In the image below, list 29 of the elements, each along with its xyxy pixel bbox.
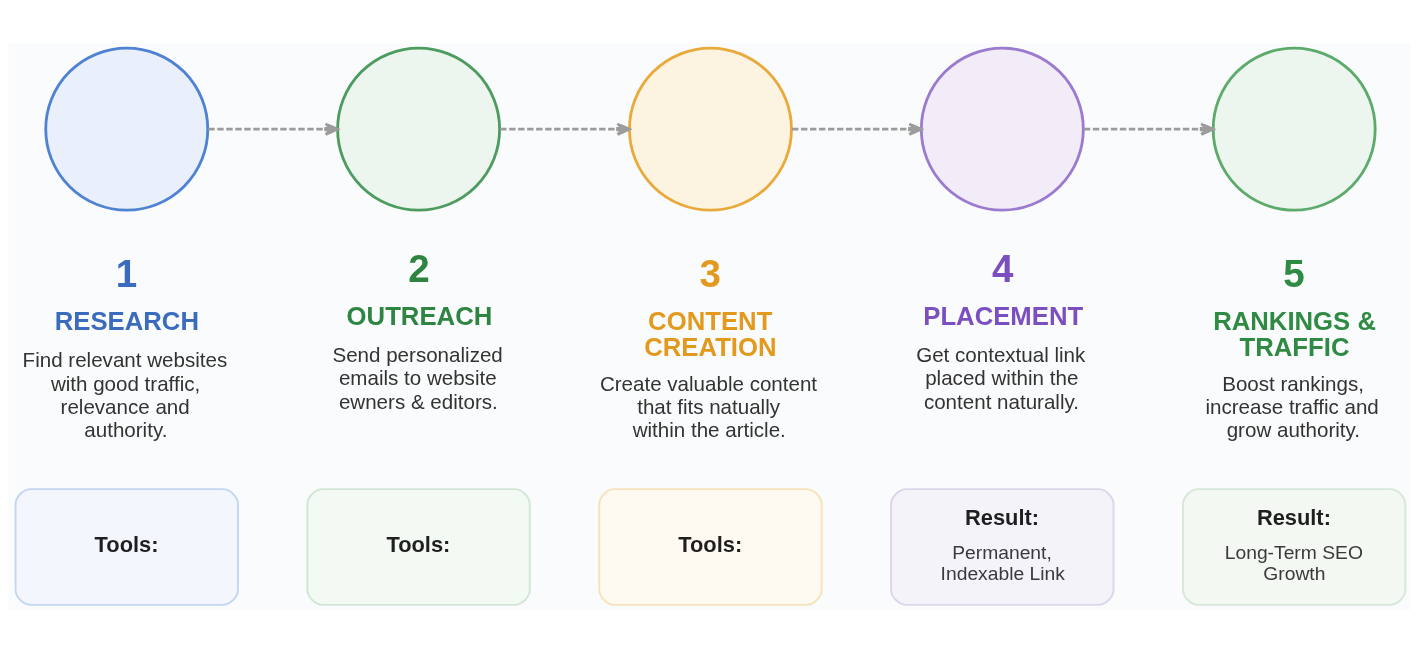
node-box: Result: Long-Term SEO Growth: [1182, 487, 1407, 606]
node-label: PLACEMENT: [923, 301, 1084, 330]
node-circle: [336, 46, 502, 212]
node-box: Tools:: [306, 487, 531, 606]
arrow: [792, 122, 923, 136]
arrow: [500, 122, 631, 136]
node-label: Boost rankings, increase traffic and grow authority.: [1205, 371, 1379, 441]
node-label: CONTENT CREATION: [644, 306, 777, 361]
node-label: Find relevant websites with good traffic, relevance and authority.: [22, 347, 228, 441]
node-circle: [919, 46, 1085, 212]
node-label: 2: [408, 246, 430, 289]
node-box: Tools:: [598, 487, 823, 606]
node-label: Get contextual link placed within the content naturally.: [916, 342, 1086, 413]
node-label: OUTREACH: [346, 301, 493, 330]
node-label: Create valuable content that fits natually within the article.: [599, 371, 818, 441]
node-circle: [44, 46, 210, 212]
arrow: [1083, 122, 1215, 136]
node-label: 3: [699, 251, 721, 295]
arrow: [208, 122, 339, 136]
node-label: 5: [1283, 251, 1305, 295]
node-label: RESEARCH: [54, 306, 199, 335]
node-label: 1: [115, 251, 138, 295]
node-label: 4: [992, 246, 1014, 289]
node-circle: [1211, 46, 1377, 212]
node-label: RANKINGS & TRAFFIC: [1213, 306, 1376, 361]
node-circle: [628, 46, 793, 212]
node-label: Send personalized emails to website ewners & editors.: [332, 342, 503, 413]
node-box: Result: Permanent, Indexable Link: [890, 487, 1115, 606]
node-box: Tools:: [14, 487, 239, 606]
